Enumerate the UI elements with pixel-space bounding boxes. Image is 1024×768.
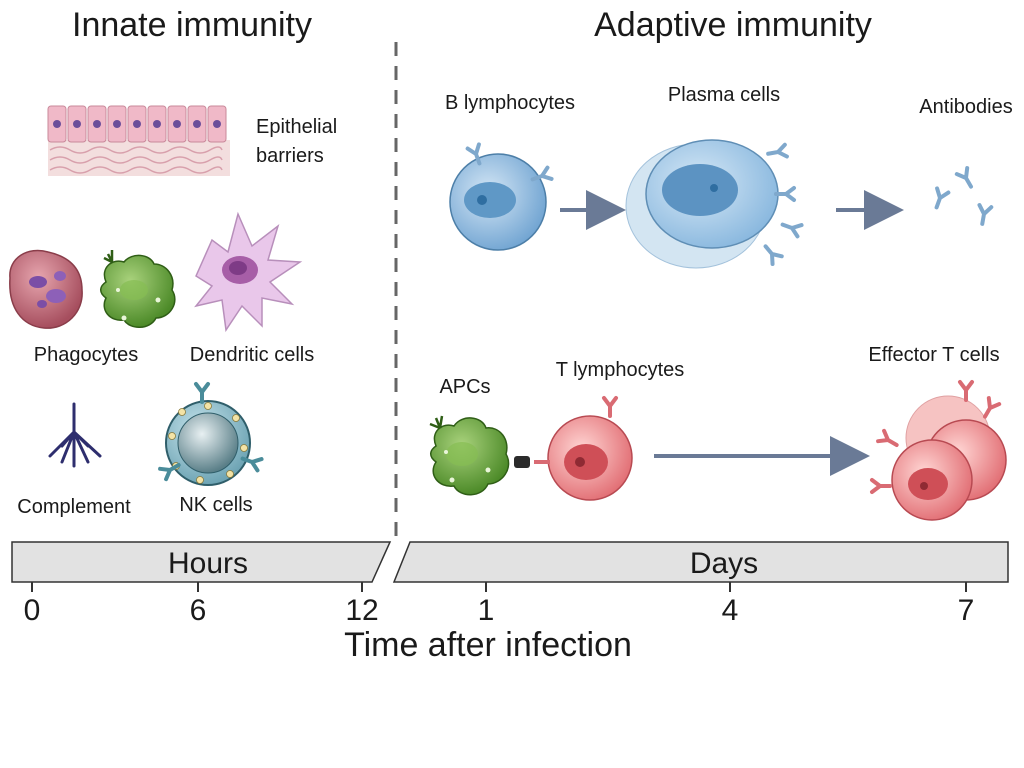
b-lymphocyte-illustration [449, 142, 554, 251]
t-lymphocyte-illustration [534, 396, 633, 501]
nk-cell-illustration [158, 382, 264, 486]
tick-label-0: 0 [24, 594, 41, 627]
epithelial-barrier-illustration [47, 105, 230, 176]
timeline: Hours Days 0 6 12 1 4 7 Time after infec… [11, 541, 1009, 664]
axis-title: Time after infection [344, 626, 632, 664]
tick-label-1: 1 [478, 594, 495, 627]
dendritic-cell-illustration [194, 211, 303, 333]
effector-t-cells-illustration [870, 380, 1007, 521]
phagocyte-macrophage-illustration [100, 250, 176, 328]
effector-t-cells-label: Effector T cells [868, 344, 999, 366]
complement-label: Complement [17, 496, 131, 518]
tick-label-12: 12 [345, 594, 378, 627]
dendritic-label: Dendritic cells [190, 344, 314, 366]
apcs-label: APCs [439, 376, 490, 398]
adaptive-heading: Adaptive immunity [594, 6, 872, 44]
phagocytes-label: Phagocytes [34, 344, 139, 366]
t-lymphocytes-label: T lymphocytes [556, 359, 685, 381]
nk-cells-label: NK cells [179, 494, 252, 516]
plasma-cells-illustration [625, 139, 804, 269]
antibodies-illustration [928, 166, 994, 227]
epithelial-label-line1: Epithelial [256, 116, 337, 138]
innate-heading: Innate immunity [72, 6, 312, 44]
apc-illustration [429, 415, 530, 496]
epithelial-label-line2: barriers [256, 145, 324, 167]
days-label: Days [690, 547, 758, 580]
phagocyte-neutrophil-illustration [9, 249, 83, 329]
plasma-cells-label: Plasma cells [668, 84, 780, 106]
hours-bar [11, 541, 392, 583]
tick-label-6: 6 [190, 594, 207, 627]
tick-label-4: 4 [722, 594, 739, 627]
days-bar [392, 541, 1009, 583]
complement-illustration [48, 402, 102, 468]
hours-label: Hours [168, 547, 248, 580]
tick-label-7: 7 [958, 594, 975, 627]
b-lymphocytes-label: B lymphocytes [445, 92, 575, 114]
antibodies-label: Antibodies [919, 96, 1012, 118]
